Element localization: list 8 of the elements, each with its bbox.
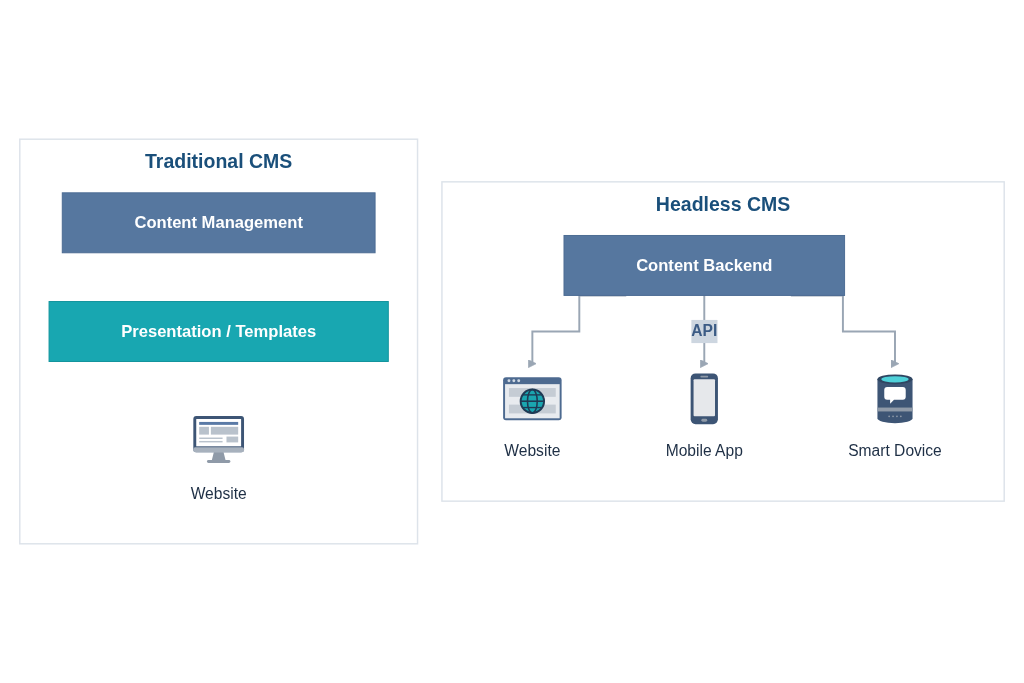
node-box: Content Backend: [563, 235, 846, 296]
edge-label: API: [691, 322, 718, 340]
node-label: Mobile App: [665, 441, 743, 462]
node-label: Smart Dovice: [848, 441, 942, 462]
node-box: Content Management: [61, 192, 376, 254]
node-label: Website: [504, 441, 561, 462]
node-box: Presentation / Templates: [48, 301, 389, 362]
node-label: Website: [190, 484, 247, 504]
